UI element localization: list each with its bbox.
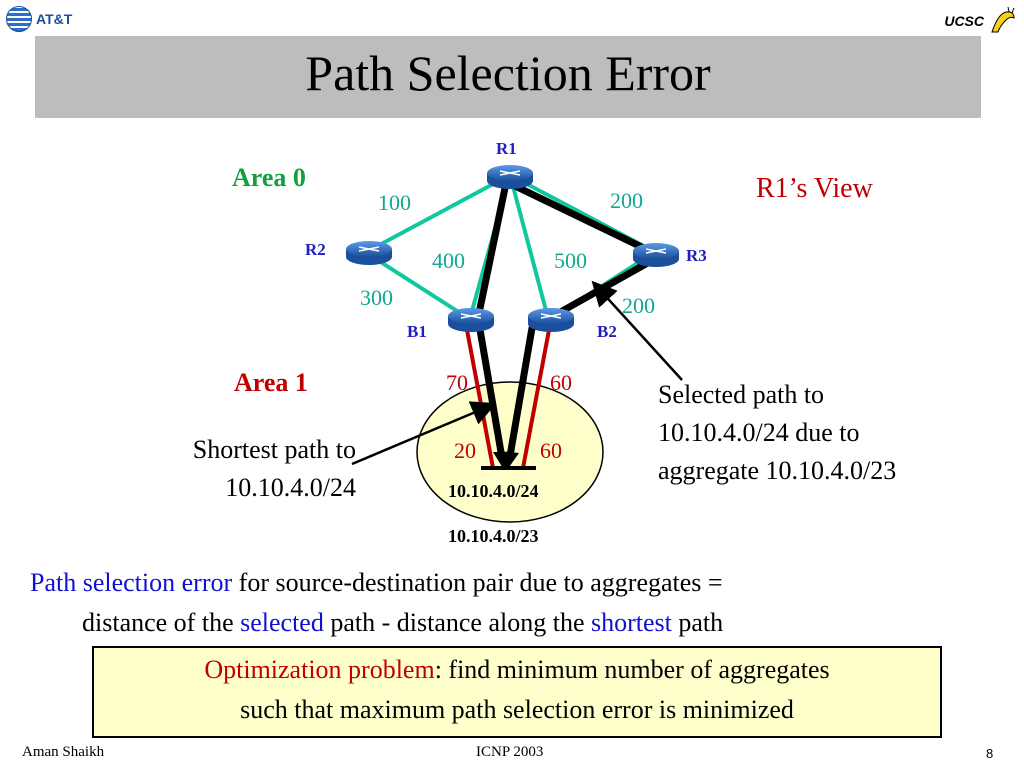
- definition-text4: path: [671, 608, 724, 637]
- cost-r1-b2: 500: [554, 248, 587, 273]
- footer-venue: ICNP 2003: [476, 744, 544, 760]
- cost-r1-b1: 400: [432, 248, 465, 273]
- selected-annotation-arrow: [591, 280, 683, 381]
- link-r1-b2: [508, 174, 550, 319]
- router-b2-icon[interactable]: [528, 308, 574, 332]
- footer-author: Aman Shaikh: [22, 744, 105, 760]
- link-r1-r2: [369, 173, 511, 252]
- definition-text3: path - distance along the: [323, 608, 591, 637]
- router-r2-icon[interactable]: [346, 241, 392, 265]
- cost-b2-area1: 60: [550, 370, 572, 395]
- definition-line1: Path selection error for source-destinat…: [30, 563, 1000, 603]
- router-r1-icon[interactable]: [487, 165, 533, 189]
- shortest-annotation-arrow: [351, 401, 497, 466]
- shortest-annotation-line1: Shortest path to: [192, 435, 356, 464]
- selected-annotation-line2: 10.10.4.0/24 due to: [658, 418, 860, 447]
- router-r3-label: R3: [686, 246, 707, 265]
- router-b1-icon[interactable]: [448, 308, 494, 332]
- ucsc-logo: UCSC: [944, 6, 1018, 36]
- optimization-line2: such that maximum path selection error i…: [240, 695, 794, 724]
- term-optimization-problem: Optimization problem: [204, 655, 435, 684]
- cost-inner-right: 60: [540, 438, 562, 463]
- router-b1-label: B1: [407, 322, 427, 341]
- cost-r1-r2: 100: [378, 190, 411, 215]
- term-path-selection-error: Path selection error: [30, 568, 233, 597]
- optimization-text1: : find minimum number of aggregates: [434, 655, 830, 684]
- selected-annotation-line1: Selected path to: [658, 380, 825, 409]
- cost-b1-area1: 70: [446, 370, 468, 395]
- link-b2-prefix: [521, 329, 551, 469]
- router-r1-label: R1: [496, 139, 517, 158]
- router-b2-label: B2: [597, 322, 617, 341]
- prefix-24-label: 10.10.4.0/24: [448, 481, 539, 501]
- shortest-path-annotation: Shortest path to 10.10.4.0/24: [134, 431, 356, 507]
- term-selected: selected: [240, 608, 324, 637]
- page-title: Path Selection Error: [305, 45, 711, 101]
- banana-slug-icon: [991, 6, 1015, 33]
- page-number: 8: [986, 746, 994, 761]
- title-bar: [35, 36, 981, 118]
- area1-label: Area 1: [234, 368, 308, 397]
- definition-text1: for source-destination pair due to aggre…: [232, 568, 723, 597]
- cost-r1-r3: 200: [610, 188, 643, 213]
- ucsc-logo-text: UCSC: [944, 13, 984, 29]
- selected-annotation-line3: aggregate 10.10.4.0/23: [658, 456, 897, 485]
- definition-text2: distance of the: [82, 608, 241, 637]
- optimization-line1: Optimization problem: find minimum numbe…: [94, 650, 940, 690]
- area0-label: Area 0: [232, 163, 306, 192]
- cost-r2-b1: 300: [360, 285, 393, 310]
- definition-line2: distance of the selected path - distance…: [30, 603, 1000, 643]
- area1-links: [465, 329, 551, 469]
- shortest-annotation-line2: 10.10.4.0/24: [225, 473, 356, 502]
- term-shortest: shortest: [590, 608, 672, 637]
- definition-text: Path selection error for source-destinat…: [30, 563, 1000, 643]
- att-logo-text: AT&T: [36, 11, 73, 27]
- optimization-box: Optimization problem: find minimum numbe…: [92, 646, 942, 738]
- prefix-23-label: 10.10.4.0/23: [448, 526, 539, 546]
- router-r3-icon[interactable]: [633, 243, 679, 267]
- router-r2-label: R2: [305, 240, 326, 259]
- link-b1-prefix: [465, 329, 495, 469]
- selected-path-annotation: Selected path to 10.10.4.0/24 due to agg…: [658, 376, 896, 490]
- att-logo: AT&T: [6, 6, 72, 32]
- att-globe-icon: [6, 6, 32, 32]
- cost-inner-left: 20: [454, 438, 476, 463]
- cost-r3-b2: 200: [622, 293, 655, 318]
- view-label: R1’s View: [756, 173, 873, 204]
